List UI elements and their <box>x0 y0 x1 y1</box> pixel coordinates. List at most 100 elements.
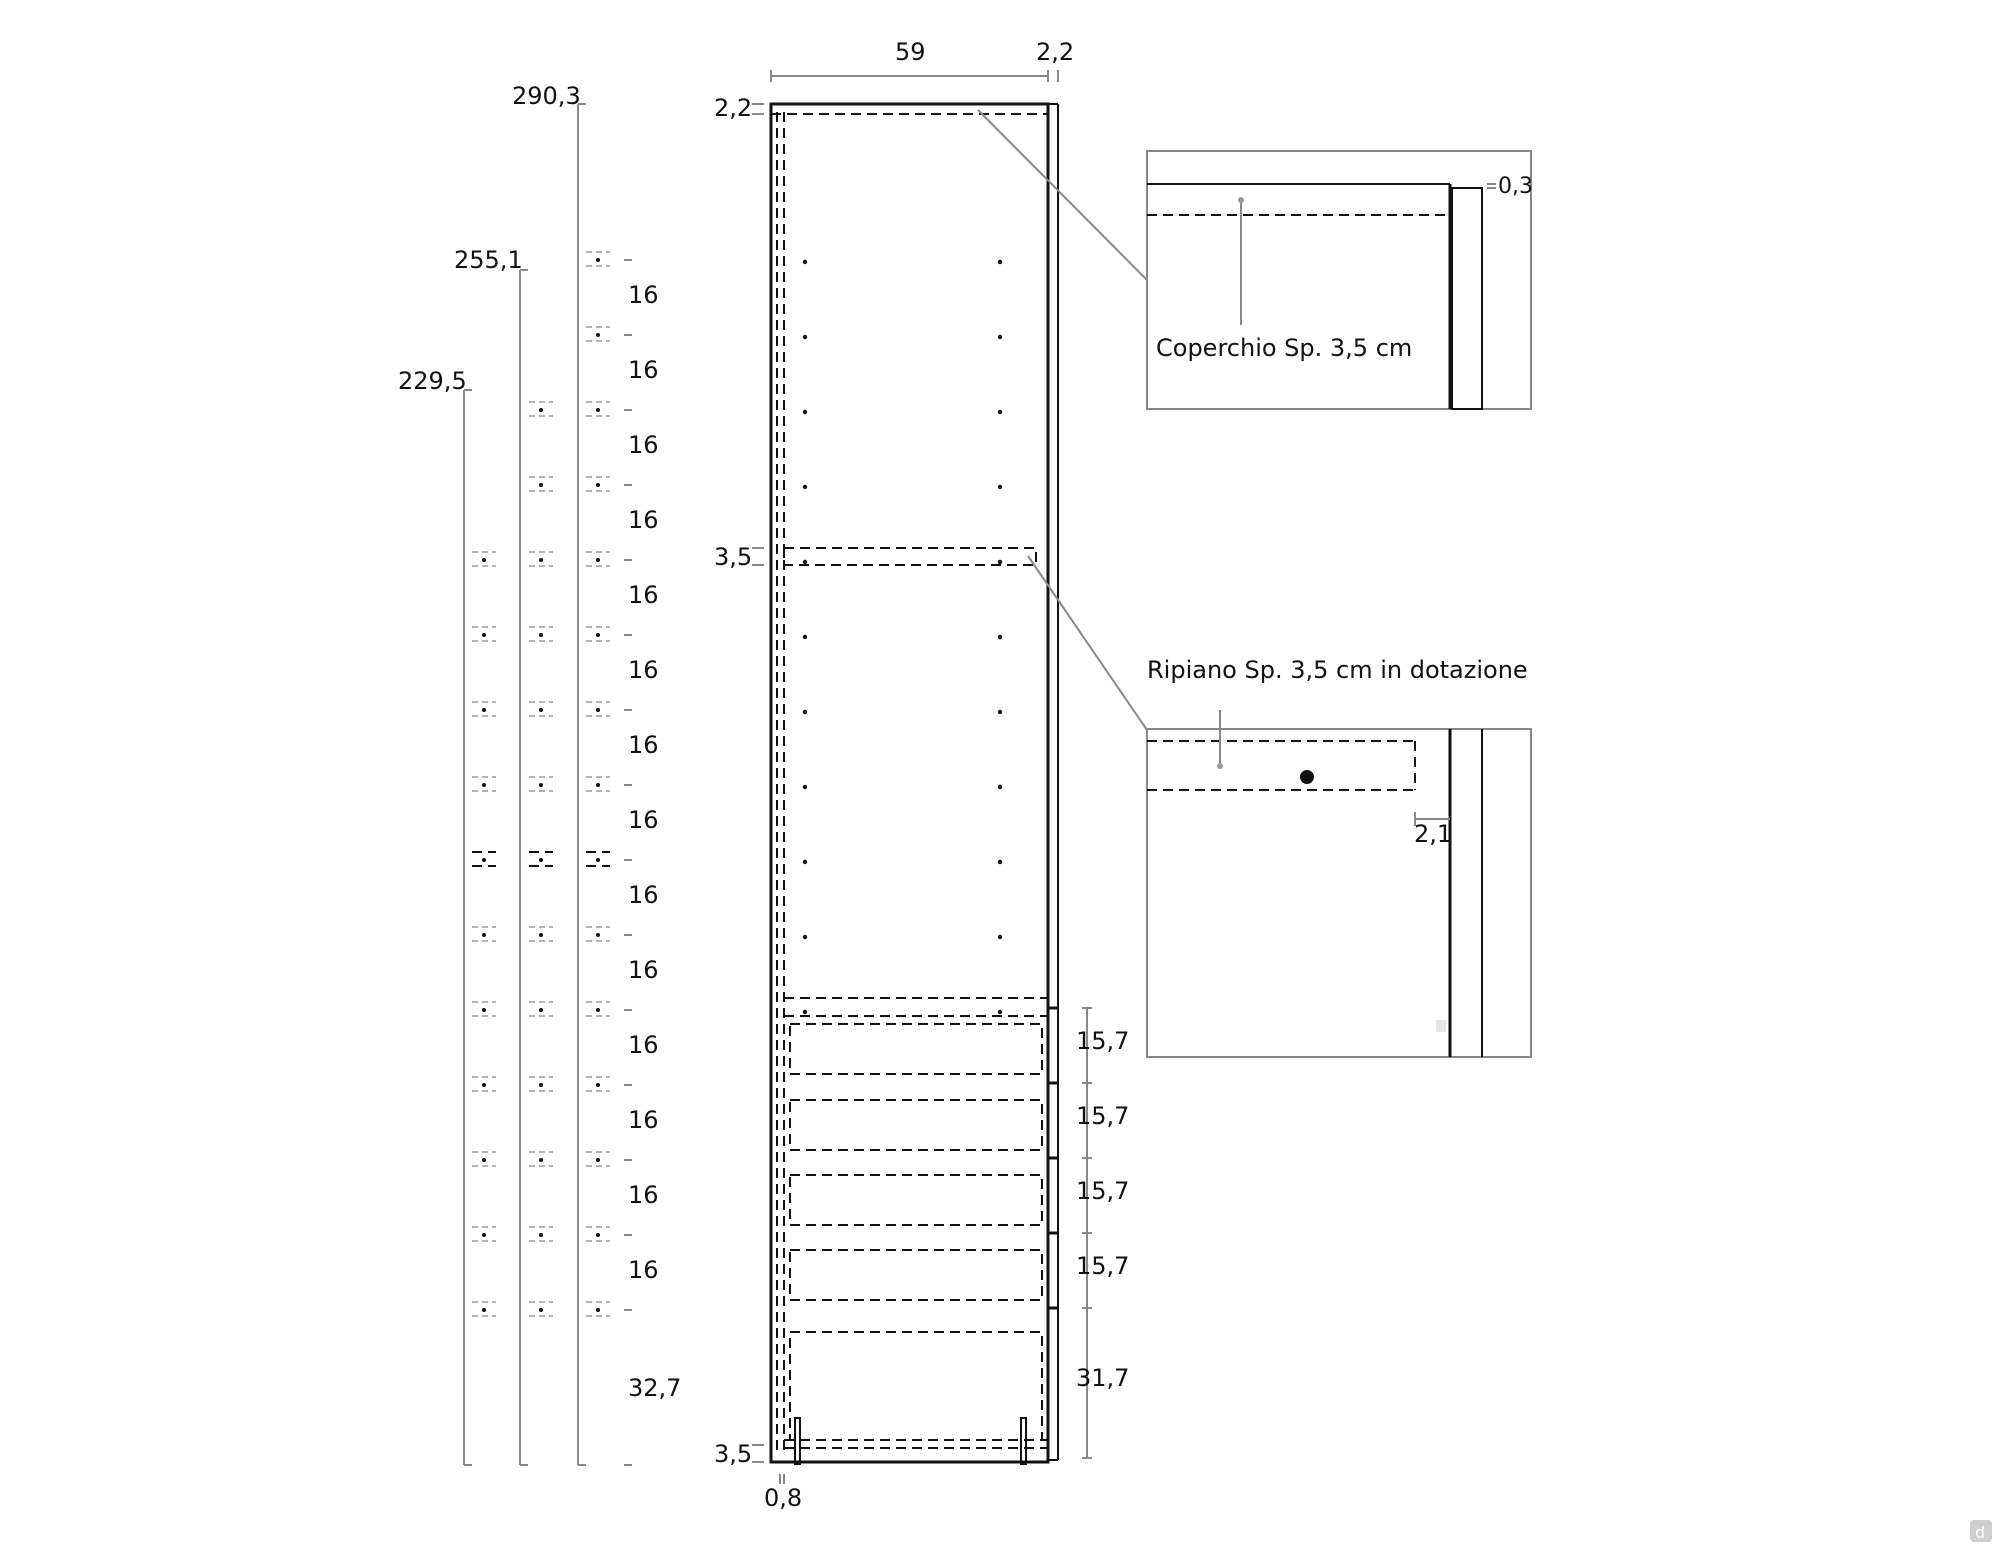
pitch-label: 16 <box>628 1106 659 1134</box>
shelf-pin-hole <box>997 784 1003 790</box>
hole-marker <box>529 401 553 417</box>
detail-top-box <box>1146 150 1532 410</box>
hole-marker <box>472 701 496 717</box>
pitch-label: 16 <box>628 1181 659 1209</box>
pitch-label: 16 <box>628 581 659 609</box>
hole-marker <box>529 476 553 492</box>
detail-shelf-marker <box>1436 1020 1446 1032</box>
shelf-pin-hole <box>802 334 808 340</box>
hole-marker <box>586 401 610 417</box>
height-label-229: 229,5 <box>398 367 467 395</box>
detail-shelf-box <box>1146 728 1532 1058</box>
detail-shelf-pointer-dot <box>1217 763 1223 769</box>
detail-shelf-leader <box>1027 555 1148 731</box>
drawer-height-label: 15,7 <box>1076 1102 1129 1130</box>
watermark-letter: d <box>1975 1523 1985 1542</box>
pitch-label: 16 <box>628 356 659 384</box>
drawer-ticks <box>1082 1007 1092 1459</box>
hole-marker <box>529 1301 553 1317</box>
drawer-4 <box>789 1249 1043 1301</box>
hole-marker <box>586 326 610 342</box>
detail-top: 0,3 Coperchio Sp. 3,5 cm <box>977 109 1533 410</box>
detail-top-pointer-dot <box>1238 197 1244 203</box>
hole-marker <box>529 626 553 642</box>
shelf-pin-hole <box>997 409 1003 415</box>
detail-top-caption: Coperchio Sp. 3,5 cm <box>1156 334 1412 362</box>
hole-marker <box>586 1301 610 1317</box>
drawer-2 <box>789 1099 1043 1151</box>
detail-shelf: Ripiano Sp. 3,5 cm in dotazione 2,1 <box>1027 555 1532 1058</box>
hole-marker <box>472 851 496 867</box>
hole-marker <box>529 551 553 567</box>
foot-right <box>1020 1417 1027 1465</box>
cabinet-holes <box>802 259 1003 1015</box>
hole-marker <box>586 1076 610 1092</box>
hole-marker <box>472 551 496 567</box>
height-label-255: 255,1 <box>454 246 523 274</box>
drawer-height-label: 15,7 <box>1076 1252 1129 1280</box>
hole-marker <box>472 626 496 642</box>
drawer-3 <box>789 1174 1043 1226</box>
hole-marker <box>472 776 496 792</box>
pitch-label: 16 <box>628 656 659 684</box>
hole-marker <box>529 926 553 942</box>
hole-marker <box>529 1226 553 1242</box>
drawer-height-label: 15,7 <box>1076 1027 1129 1055</box>
hole-marker <box>586 1001 610 1017</box>
cabinet-body <box>769 102 1050 1464</box>
back-thickness-label: 0,8 <box>764 1484 802 1512</box>
shelf <box>783 547 1037 566</box>
shelf-pin-hole <box>802 559 808 565</box>
shelf-pin-hole <box>997 259 1003 265</box>
detail-top-gap-label: 0,3 <box>1498 174 1533 199</box>
top-offset-label: 2,2 <box>714 94 752 122</box>
hole-marker <box>472 1151 496 1167</box>
hole-marker <box>586 1226 610 1242</box>
hole-marker <box>472 1001 496 1017</box>
drawer-height-label: 15,7 <box>1076 1177 1129 1205</box>
drawer-height-label: 31,7 <box>1076 1364 1129 1392</box>
pitch-label: 16 <box>628 431 659 459</box>
pitch-label: 16 <box>628 506 659 534</box>
hole-marker <box>529 1001 553 1017</box>
pitch-label: 16 <box>628 881 659 909</box>
detail-shelf-caption: Ripiano Sp. 3,5 cm in dotazione <box>1147 656 1528 684</box>
hole-marker <box>586 251 610 267</box>
pitch-label: 32,7 <box>628 1374 681 1402</box>
height-label-290: 290,3 <box>512 82 581 110</box>
shelf-pin-hole <box>802 484 808 490</box>
hole-marker <box>472 1076 496 1092</box>
detail-top-door <box>1451 187 1483 410</box>
shelf-pin-hole <box>997 1009 1003 1015</box>
shelf-pin-hole <box>802 709 808 715</box>
hole-marker <box>586 776 610 792</box>
pitch-label: 16 <box>628 1256 659 1284</box>
detail-shelf-offset-label: 2,1 <box>1414 820 1452 848</box>
hole-marker <box>529 701 553 717</box>
hole-columns <box>472 251 632 1466</box>
shelf-thickness-label: 3,5 <box>714 543 752 571</box>
hole-marker <box>472 1226 496 1242</box>
drawer-5 <box>789 1331 1043 1441</box>
shelf-pin-hole <box>997 709 1003 715</box>
detail-shelf-pin <box>1300 770 1314 784</box>
height-scales: 290,3 255,1 229,5 <box>398 82 586 1466</box>
shelf-pin-hole <box>802 634 808 640</box>
shelf-pin-hole <box>802 409 808 415</box>
side-label: 2,2 <box>1036 38 1074 66</box>
pitch-label: 16 <box>628 806 659 834</box>
drawer-labels: 15,7 15,7 15,7 15,7 31,7 <box>1076 1027 1129 1392</box>
shelf-pin-hole <box>997 934 1003 940</box>
shelf-pin-hole <box>802 934 808 940</box>
watermark-logo: d <box>1970 1520 1992 1542</box>
hole-marker <box>586 926 610 942</box>
bottom-thickness-label: 3,5 <box>714 1440 752 1468</box>
pitch-label: 16 <box>628 281 659 309</box>
shelf-pin-hole <box>802 784 808 790</box>
shelf-pin-hole <box>997 484 1003 490</box>
hole-marker <box>586 626 610 642</box>
drawer-1 <box>789 1023 1043 1075</box>
